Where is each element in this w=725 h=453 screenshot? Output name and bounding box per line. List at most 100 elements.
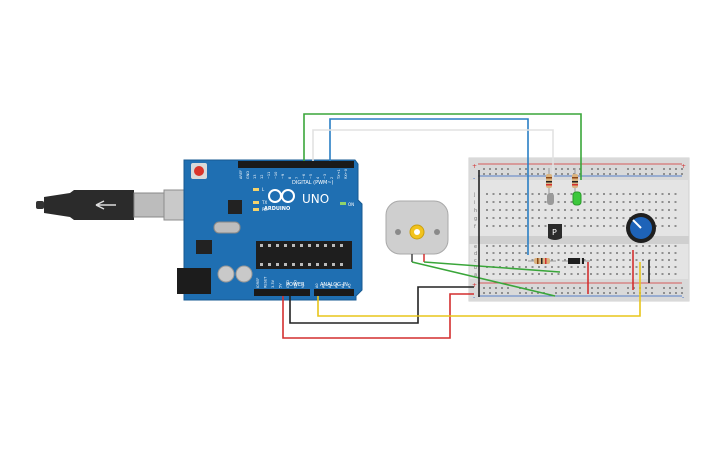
breadboard-hole[interactable] — [564, 217, 566, 219]
breadboard-hole[interactable] — [663, 292, 665, 294]
breadboard-hole[interactable] — [577, 225, 579, 227]
breadboard-hole[interactable] — [609, 173, 611, 175]
breadboard-hole[interactable] — [564, 209, 566, 211]
breadboard-hole[interactable] — [505, 245, 508, 247]
breadboard-hole[interactable] — [486, 209, 488, 211]
breadboard-hole[interactable] — [668, 252, 670, 254]
breadboard-hole[interactable] — [518, 193, 521, 195]
breadboard-hole[interactable] — [531, 245, 534, 247]
breadboard-hole[interactable] — [495, 168, 497, 170]
breadboard-hole[interactable] — [661, 217, 664, 219]
breadboard-hole[interactable] — [627, 173, 629, 175]
breadboard-hole[interactable] — [609, 259, 612, 261]
breadboard-hole[interactable] — [544, 266, 547, 268]
breadboard-hole[interactable] — [544, 273, 547, 275]
breadboard-hole[interactable] — [489, 173, 491, 175]
breadboard-hole[interactable] — [635, 252, 638, 254]
breadboard-hole[interactable] — [609, 273, 612, 275]
breadboard-hole[interactable] — [590, 245, 592, 247]
breadboard-hole[interactable] — [492, 259, 495, 261]
breadboard-hole[interactable] — [596, 209, 599, 211]
breadboard-hole[interactable] — [627, 292, 629, 294]
breadboard-hole[interactable] — [622, 217, 625, 219]
breadboard-hole[interactable] — [616, 273, 618, 275]
breadboard-hole[interactable] — [570, 217, 573, 219]
breadboard-hole[interactable] — [668, 259, 670, 261]
digital-header[interactable] — [238, 161, 354, 168]
breadboard-hole[interactable] — [622, 259, 625, 261]
breadboard-hole[interactable] — [648, 209, 651, 211]
breadboard-hole[interactable] — [590, 273, 592, 275]
breadboard-hole[interactable] — [486, 225, 488, 227]
breadboard-hole[interactable] — [681, 287, 683, 289]
breadboard-hole[interactable] — [622, 245, 625, 247]
breadboard-hole[interactable] — [557, 201, 560, 203]
breadboard-hole[interactable] — [538, 209, 540, 211]
diode[interactable] — [562, 258, 590, 264]
breadboard-hole[interactable] — [603, 225, 605, 227]
breadboard-hole[interactable] — [645, 173, 647, 175]
breadboard-hole[interactable] — [675, 168, 677, 170]
breadboard-hole[interactable] — [661, 225, 664, 227]
breadboard-hole[interactable] — [609, 266, 612, 268]
breadboard-hole[interactable] — [622, 209, 625, 211]
breadboard-hole[interactable] — [661, 252, 664, 254]
breadboard-hole[interactable] — [518, 252, 521, 254]
breadboard-hole[interactable] — [603, 266, 605, 268]
breadboard-hole[interactable] — [633, 292, 635, 294]
breadboard-hole[interactable] — [603, 173, 605, 175]
breadboard-hole[interactable] — [591, 168, 593, 170]
breadboard-hole[interactable] — [544, 225, 547, 227]
breadboard-hole[interactable] — [537, 292, 539, 294]
breadboard-hole[interactable] — [525, 292, 527, 294]
wire-white[interactable] — [312, 129, 554, 178]
breadboard-hole[interactable] — [525, 173, 527, 175]
breadboard-hole[interactable] — [551, 259, 553, 261]
breadboard-hole[interactable] — [492, 245, 495, 247]
breadboard-hole[interactable] — [512, 193, 514, 195]
breadboard-hole[interactable] — [483, 287, 485, 289]
breadboard-hole[interactable] — [492, 209, 495, 211]
breadboard-hole[interactable] — [655, 209, 657, 211]
breadboard-hole[interactable] — [633, 173, 635, 175]
breadboard-hole[interactable] — [557, 217, 560, 219]
breadboard-hole[interactable] — [635, 209, 638, 211]
breadboard-hole[interactable] — [642, 245, 644, 247]
breadboard-hole[interactable] — [570, 193, 573, 195]
breadboard-hole[interactable] — [655, 273, 657, 275]
breadboard-hole[interactable] — [577, 252, 579, 254]
breadboard-hole[interactable] — [543, 173, 545, 175]
breadboard-hole[interactable] — [597, 292, 599, 294]
breadboard-hole[interactable] — [512, 266, 514, 268]
breadboard-hole[interactable] — [489, 287, 491, 289]
breadboard-hole[interactable] — [615, 292, 617, 294]
breadboard-hole[interactable] — [543, 287, 545, 289]
led-green[interactable] — [572, 191, 582, 206]
breadboard-hole[interactable] — [629, 273, 631, 275]
breadboard-hole[interactable] — [655, 225, 657, 227]
breadboard-hole[interactable] — [642, 259, 644, 261]
breadboard-hole[interactable] — [674, 266, 677, 268]
breadboard-hole[interactable] — [668, 217, 670, 219]
breadboard-hole[interactable] — [525, 273, 527, 275]
breadboard-hole[interactable] — [570, 209, 573, 211]
breadboard-hole[interactable] — [642, 266, 644, 268]
breadboard-hole[interactable] — [668, 245, 670, 247]
breadboard-hole[interactable] — [591, 287, 593, 289]
breadboard-hole[interactable] — [596, 201, 599, 203]
breadboard-hole[interactable] — [518, 209, 521, 211]
breadboard-hole[interactable] — [507, 292, 509, 294]
breadboard-hole[interactable] — [531, 217, 534, 219]
breadboard-hole[interactable] — [525, 287, 527, 289]
breadboard-hole[interactable] — [622, 266, 625, 268]
breadboard-hole[interactable] — [538, 266, 540, 268]
breadboard-hole[interactable] — [590, 266, 592, 268]
breadboard-hole[interactable] — [567, 287, 569, 289]
breadboard-hole[interactable] — [590, 225, 592, 227]
breadboard-hole[interactable] — [489, 168, 491, 170]
breadboard-hole[interactable] — [668, 266, 670, 268]
breadboard-hole[interactable] — [635, 245, 638, 247]
breadboard-hole[interactable] — [675, 173, 677, 175]
breadboard-hole[interactable] — [609, 193, 612, 195]
